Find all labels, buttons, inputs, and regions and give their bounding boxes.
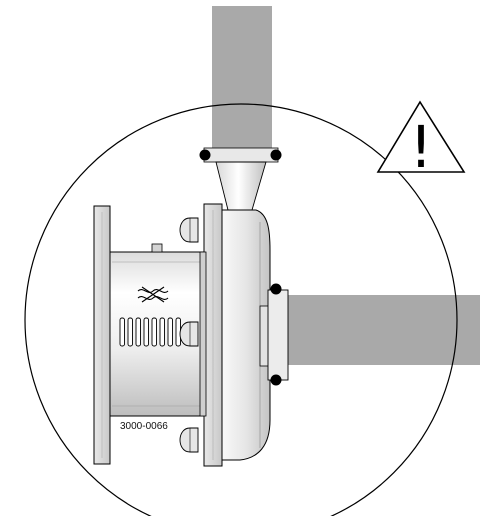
inlet-funnel <box>215 161 267 211</box>
warning-triangle-icon: ! <box>376 100 466 181</box>
motor-body: 3000-0066 <box>109 243 207 432</box>
top-clamp-connection <box>199 147 282 211</box>
motor-mounting-bar <box>199 251 207 417</box>
discharge-connection <box>259 283 289 386</box>
side-clamp-ring-bottom <box>270 374 282 386</box>
alfa-laval-logo-icon <box>137 286 169 303</box>
side-clamp-ring-top <box>270 283 282 295</box>
bolt-top <box>179 217 199 243</box>
detail-circle <box>24 103 458 516</box>
part-code-label: 3000-0066 <box>120 421 168 432</box>
bolt-middle <box>179 321 199 347</box>
ventilation-slots <box>119 317 181 347</box>
top-clamp-ring-left <box>199 149 211 161</box>
motor-top-stub <box>151 243 163 253</box>
pump-casing <box>203 203 271 467</box>
bolt-bottom <box>179 427 199 453</box>
top-clamp-ring-right <box>270 149 282 161</box>
discharge-pipe-horizontal <box>288 295 480 365</box>
suction-pipe-vertical <box>212 6 272 152</box>
warning-exclamation: ! <box>409 113 432 181</box>
